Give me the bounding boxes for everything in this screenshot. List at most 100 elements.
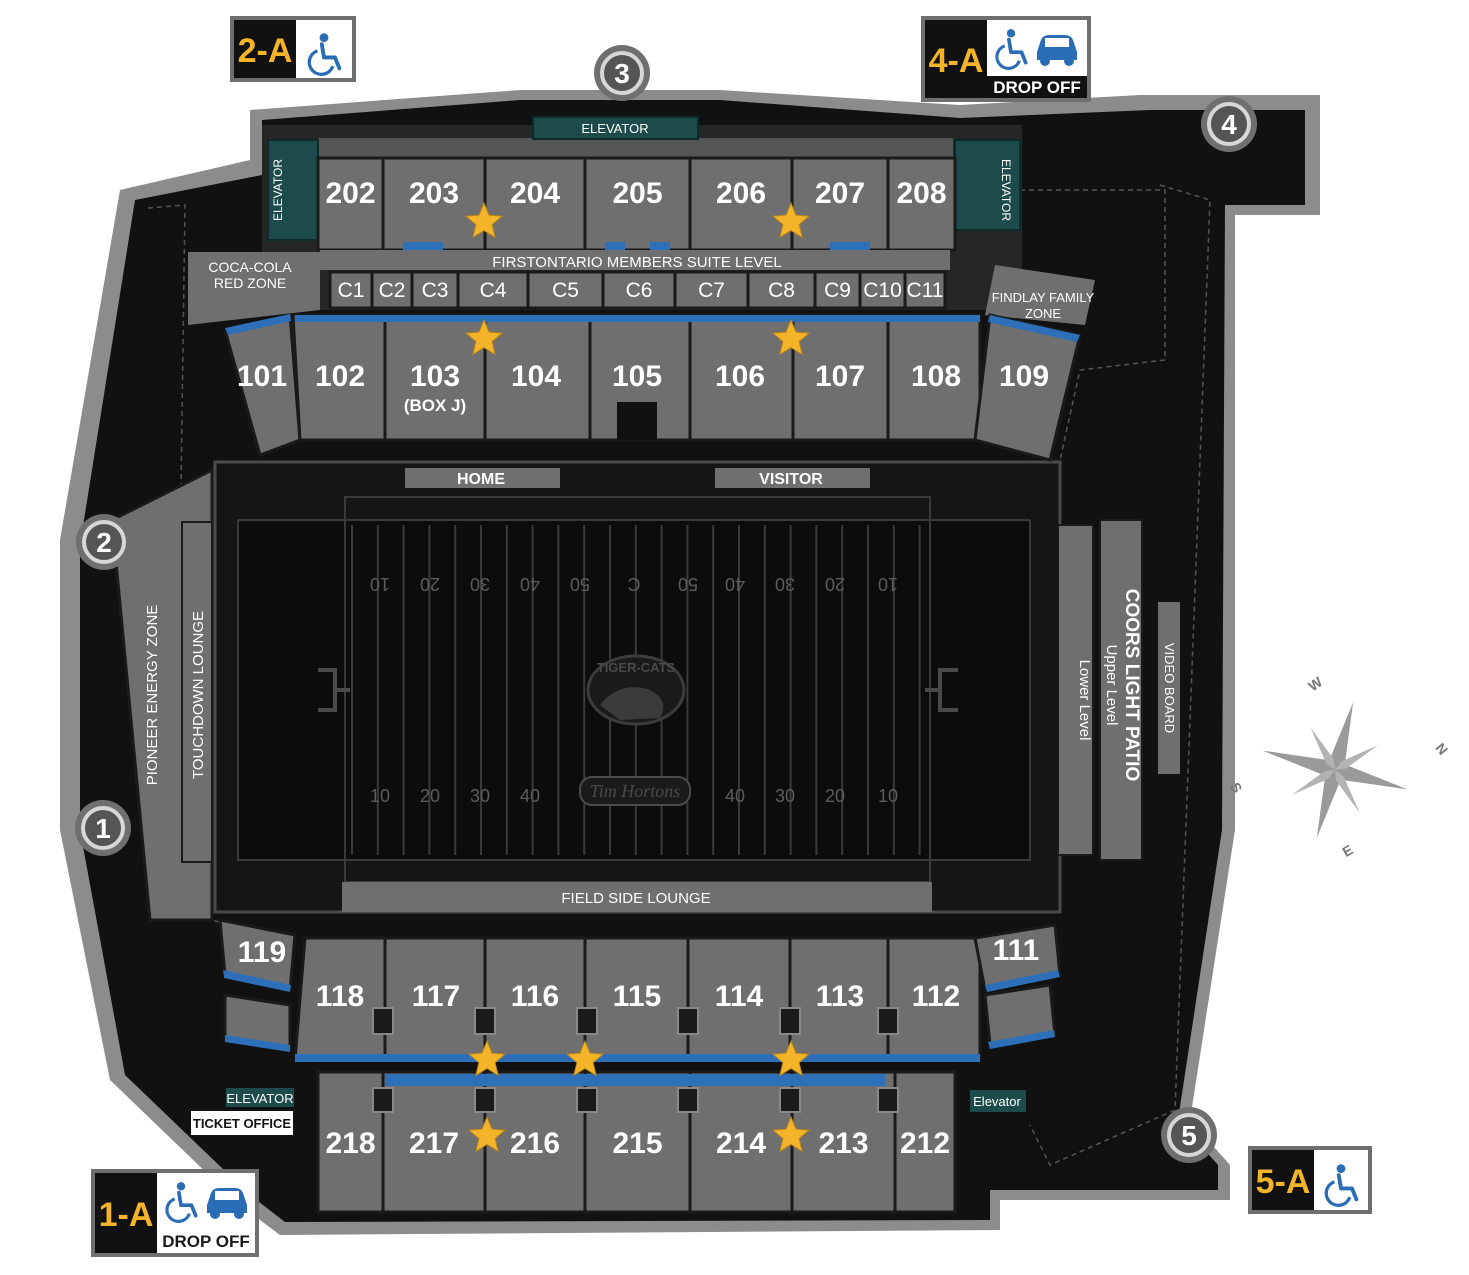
star-icon — [771, 1039, 811, 1077]
suite-label-C4: C4 — [480, 279, 507, 302]
suite-C3[interactable] — [410, 270, 460, 310]
elevator-right-label: ELEVATOR — [999, 159, 1013, 221]
section-203[interactable] — [381, 156, 487, 252]
coors-light-patio-label: COORS LIGHT PATIO — [1121, 589, 1142, 781]
section-202[interactable] — [316, 156, 385, 252]
access-tag-code: 4-A — [929, 42, 984, 80]
elevator-se-label: Elevator — [973, 1094, 1021, 1109]
home-label: HOME — [457, 471, 505, 488]
suite-C11[interactable] — [903, 270, 947, 310]
gate-3[interactable] — [600, 51, 644, 95]
section-label-109: 109 — [999, 360, 1049, 393]
section-206[interactable] — [688, 156, 794, 252]
suite-label-C2: C2 — [379, 279, 406, 302]
yard-number-top: 30 — [470, 574, 490, 594]
car-icon — [1037, 35, 1077, 66]
access-tag-4-A — [925, 20, 987, 98]
yard-number-bottom: 40 — [520, 786, 540, 806]
section-label-111: 111 — [993, 934, 1040, 967]
star-icon — [771, 201, 811, 239]
yard-number-top: 50 — [678, 574, 698, 594]
wheelchair-platform — [605, 242, 625, 250]
vomitory — [576, 1087, 598, 1113]
section-215[interactable] — [583, 1070, 692, 1214]
section-217[interactable] — [381, 1070, 487, 1214]
yard-number-top: 50 — [570, 574, 590, 594]
box-j-label: (BOX J) — [404, 396, 466, 415]
yard-number-bottom: 20 — [825, 786, 845, 806]
gate-5[interactable] — [1167, 1113, 1211, 1157]
touchdown-lounge-label: TOUCHDOWN LOUNGE — [190, 611, 207, 779]
section-label-114: 114 — [715, 980, 764, 1013]
section-label-204: 204 — [510, 177, 560, 210]
field-side-lounge-label: FIELD SIDE LOUNGE — [561, 890, 710, 907]
yard-number-top: 20 — [420, 574, 440, 594]
suite-label-C9: C9 — [824, 279, 851, 302]
suite-label-C1: C1 — [338, 279, 365, 302]
vomitory — [474, 1007, 496, 1035]
yard-number-bottom: 10 — [878, 786, 898, 806]
yard-number-bottom: 40 — [725, 786, 745, 806]
star-icon — [565, 1039, 605, 1077]
gate-label-4: 4 — [1221, 109, 1237, 140]
section-label-119: 119 — [238, 936, 286, 969]
wheelchair-platform — [650, 242, 670, 250]
access-tag-code: 1-A — [99, 1196, 154, 1234]
yard-number-top: 40 — [520, 574, 540, 594]
accessible-seating-stars — [464, 201, 811, 1153]
gate-1[interactable] — [81, 806, 125, 850]
red-zone-label-1: COCA-COLA — [208, 259, 292, 275]
gate-2[interactable] — [82, 520, 126, 564]
gate-label-3: 3 — [614, 58, 630, 89]
yard-number-top: 40 — [725, 574, 745, 594]
section-label-113: 113 — [816, 980, 864, 1013]
access-tag-2-A — [234, 20, 296, 78]
star-icon — [464, 318, 504, 356]
wheelchair-platform — [403, 242, 443, 250]
suite-label-C3: C3 — [422, 279, 449, 302]
vomitory — [677, 1007, 699, 1035]
gate-4[interactable] — [1207, 102, 1251, 146]
access-tag-1-A — [95, 1173, 157, 1253]
section-label-117: 117 — [412, 980, 460, 1013]
section-207[interactable] — [790, 156, 890, 252]
compass-e: E — [1339, 841, 1355, 860]
suite-label-C11: C11 — [907, 279, 944, 302]
section-label-207: 207 — [815, 177, 865, 210]
access-tag-code: 5-A — [1256, 1163, 1311, 1201]
section-label-102: 102 — [315, 360, 365, 393]
yard-number-bottom: 30 — [775, 786, 795, 806]
yard-number-top: 20 — [825, 574, 845, 594]
section-label-208: 208 — [896, 177, 946, 210]
vomitory — [877, 1087, 899, 1113]
wheelchair-icon — [165, 1182, 198, 1223]
suite-C5[interactable] — [526, 270, 605, 310]
suite-label-C6: C6 — [626, 279, 653, 302]
suite-label-C5: C5 — [552, 279, 579, 302]
star-icon — [771, 1115, 811, 1153]
section-label-214: 214 — [716, 1127, 766, 1160]
vomitory — [779, 1087, 801, 1113]
section-111-lower[interactable] — [983, 983, 1057, 1047]
section-label-101: 101 — [237, 360, 287, 393]
section-label-105: 105 — [612, 360, 662, 393]
gate-label-2: 2 — [96, 527, 112, 558]
section-214[interactable] — [688, 1070, 794, 1214]
family-zone-label-1: FINDLAY FAMILY — [992, 290, 1095, 305]
section-212[interactable] — [893, 1070, 957, 1214]
yard-number-top: 30 — [775, 574, 795, 594]
vomitory — [372, 1007, 394, 1035]
section-208[interactable] — [886, 156, 957, 252]
elevator-top-label: ELEVATOR — [581, 121, 648, 136]
section-216[interactable] — [483, 1070, 587, 1214]
ticket-office-label: TICKET OFFICE — [193, 1116, 292, 1131]
section-111[interactable] — [973, 923, 1062, 992]
star-icon — [467, 1039, 507, 1077]
svg-text:Tim Hortons: Tim Hortons — [590, 781, 681, 801]
wheelchair-platform — [830, 242, 870, 250]
section-label-215: 215 — [612, 1127, 662, 1160]
suite-C7[interactable] — [673, 270, 750, 310]
